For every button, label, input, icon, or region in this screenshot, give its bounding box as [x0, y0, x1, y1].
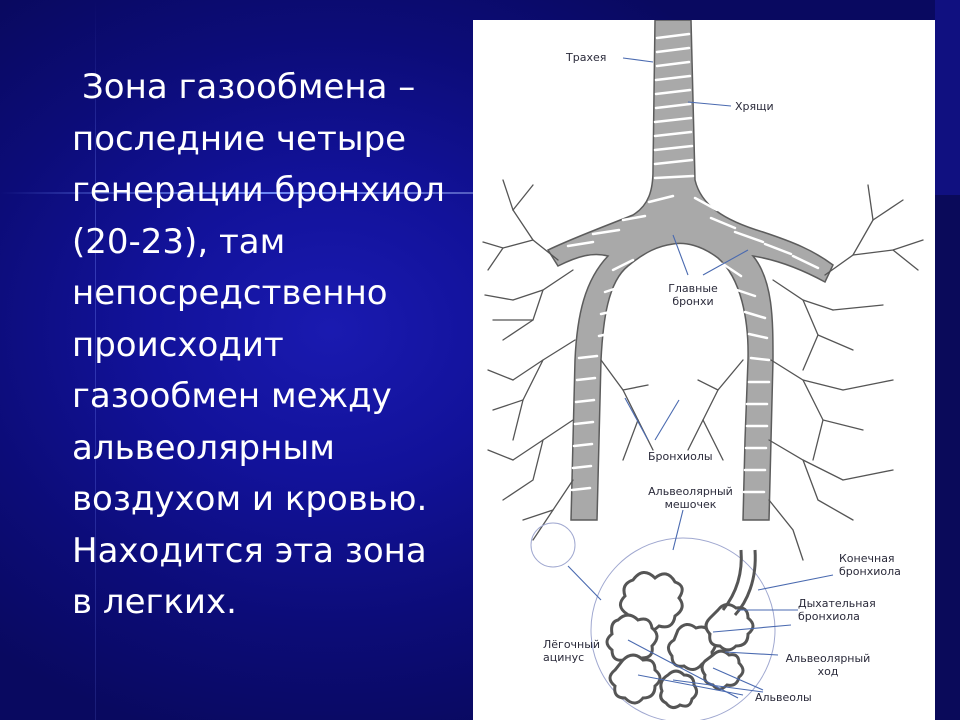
label-trachea: Трахея: [566, 51, 607, 64]
cartilage-rings: [566, 32, 820, 494]
bronchial-tree-illustration: [482, 20, 924, 720]
label-alveolar-sac-line2: мешочек: [664, 498, 717, 511]
text-line: последние четыре: [72, 118, 407, 159]
bronchial-tree-figure: Трахея Хрящи Главные бронхи Бронхиолы Ал…: [473, 20, 935, 720]
label-alveolar-duct: Альвеолярный ход: [773, 652, 883, 678]
label-bronchioles: Бронхиолы: [648, 450, 713, 463]
label-respiratory-bronchiole: Дыхательная бронхиола: [798, 597, 876, 623]
label-alveolar-sac: Альвеолярный мешочек: [638, 485, 743, 511]
text-line: Зона газообмена –: [82, 67, 416, 107]
acinus-circle: [590, 537, 776, 720]
label-alveolar-duct-line1: Альвеолярный: [785, 652, 871, 665]
text-line: непосредственно: [72, 273, 388, 313]
label-alveolar-sac-line1: Альвеолярный: [648, 485, 733, 498]
alveolar-sacs: [605, 571, 755, 710]
slide-edge-band-top: [935, 0, 960, 195]
label-terminal-bronchiole-line2: бронхиола: [839, 565, 901, 578]
slide-body-text: Зона газообмена – последние четыре генер…: [72, 62, 482, 629]
slide-edge-band: [935, 195, 960, 720]
text-line: альвеолярным: [72, 427, 335, 468]
label-alveoli: Альвеолы: [755, 691, 812, 704]
text-line: воздухом и кровью.: [72, 479, 428, 519]
accent-vertical-line: [95, 0, 96, 720]
peripheral-bronchioles: [482, 179, 924, 561]
label-terminal-bronchiole-line1: Конечная: [839, 552, 895, 565]
text-line: происходит: [72, 324, 284, 365]
label-terminal-bronchiole: Конечная бронхиола: [839, 552, 901, 578]
label-pulmonary-acinus-line1: Лёгочный: [543, 638, 601, 651]
label-pointers: [567, 57, 834, 699]
zoom-circle: [530, 522, 576, 568]
label-main-bronchi: Главные бронхи: [653, 282, 733, 308]
text-line: в легких.: [72, 582, 237, 622]
text-line: генерации бронхиол: [72, 170, 445, 210]
label-pulmonary-acinus-line2: ацинус: [543, 651, 585, 664]
label-alveolar-duct-line2: ход: [817, 665, 839, 678]
label-respiratory-bronchiole-line2: бронхиола: [798, 610, 860, 623]
airway-trunk: [546, 20, 834, 521]
label-cartilage: Хрящи: [735, 100, 774, 113]
label-pulmonary-acinus: Лёгочный ацинус: [543, 638, 600, 664]
text-line: (20-23), там: [72, 221, 286, 262]
label-respiratory-bronchiole-line1: Дыхательная: [798, 597, 876, 610]
text-line: Находится эта зона: [72, 530, 427, 571]
label-main-bronchi-line2: бронхи: [672, 295, 714, 308]
label-main-bronchi-line1: Главные: [668, 282, 718, 295]
terminal-bronchiole: [721, 549, 757, 617]
accent-horizontal-line: [0, 192, 480, 194]
text-line: газообмен между: [72, 376, 392, 416]
